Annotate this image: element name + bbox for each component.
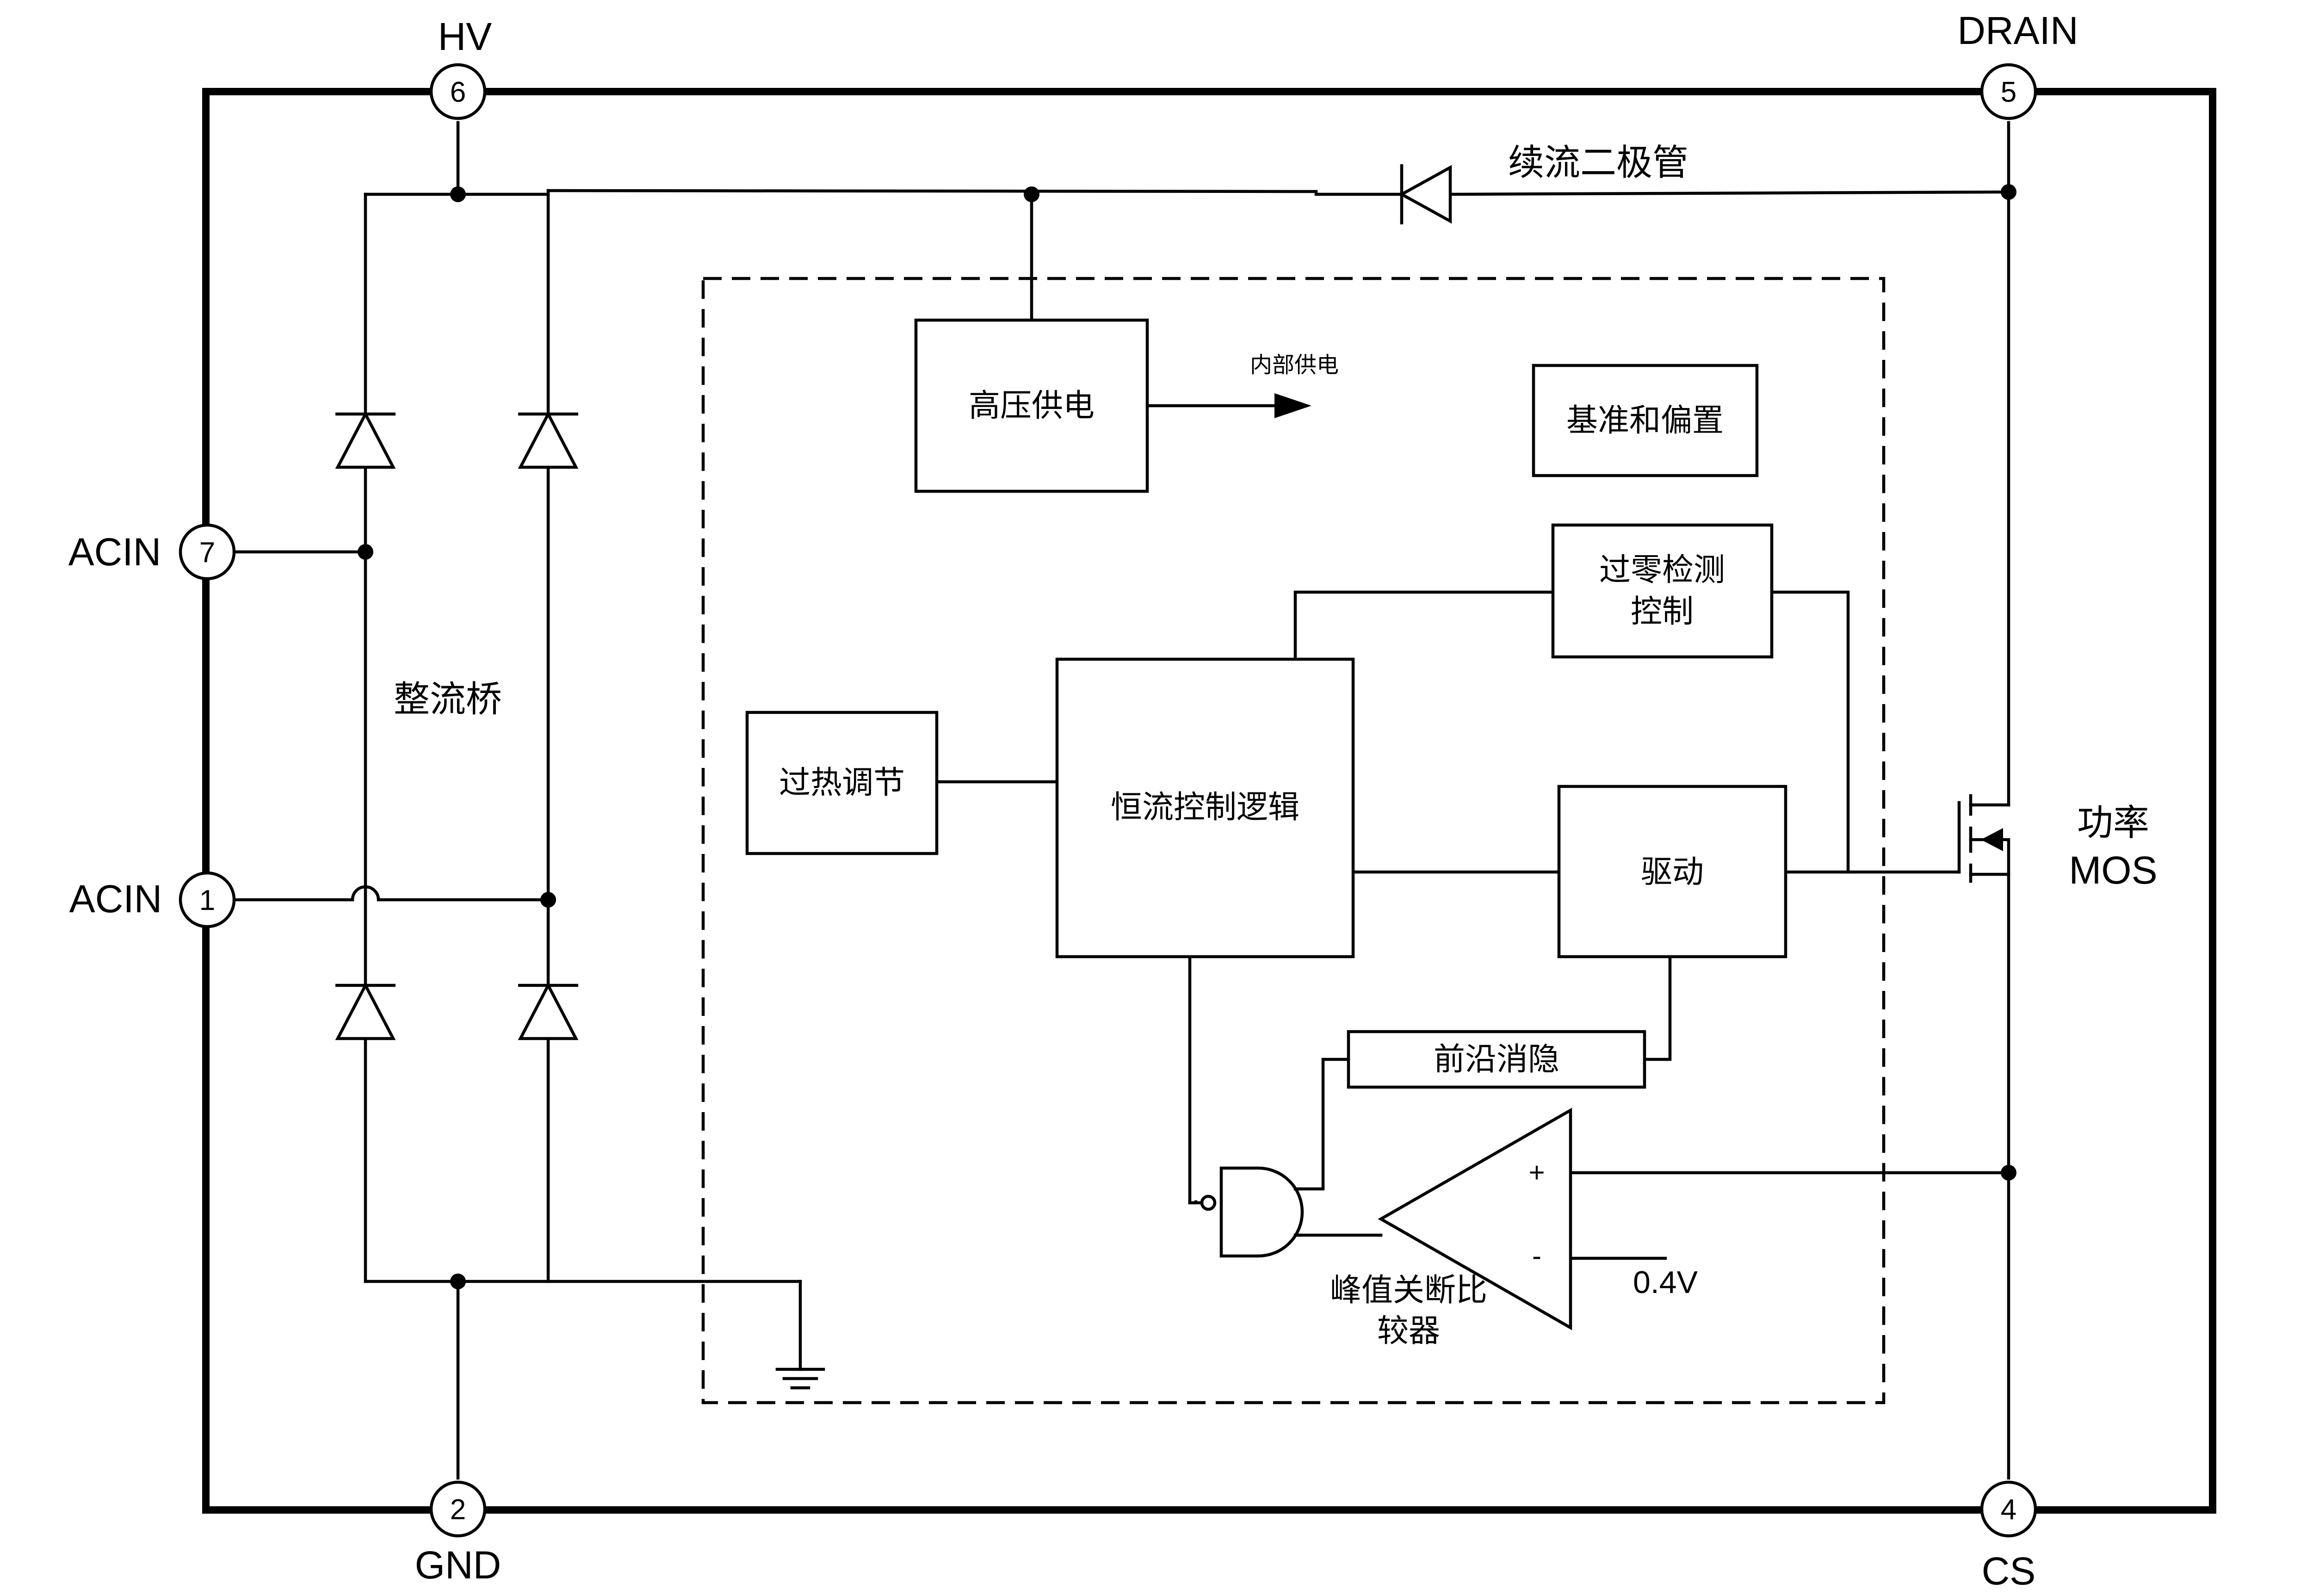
bridge-diode-icon xyxy=(335,410,396,469)
svg-text:6: 6 xyxy=(450,76,466,108)
pin-cs[interactable]: 4 xyxy=(1980,1480,2037,1538)
svg-text:5: 5 xyxy=(2001,76,2016,108)
svg-text:7: 7 xyxy=(199,537,215,569)
svg-text:恒流控制逻辑: 恒流控制逻辑 xyxy=(1111,789,1299,826)
bridge-diode-icon xyxy=(335,982,396,1040)
ground-icon xyxy=(775,1367,825,1390)
internal-supply-label: 内部供电 xyxy=(1250,352,1339,378)
junction-dots xyxy=(358,184,2016,1289)
power-mos-label-2: MOS xyxy=(2069,848,2157,892)
internal-supply-arrow-icon xyxy=(1274,393,1311,418)
svg-text:前沿消隐: 前沿消隐 xyxy=(1434,1041,1559,1078)
power-mos-label-1: 功率 xyxy=(2077,802,2149,844)
and-gate-icon xyxy=(1188,1166,1304,1258)
leading-edge-blanking-block: 前沿消隐 xyxy=(1347,1030,1646,1089)
controller-boundary xyxy=(701,277,1886,1404)
peak-comparator-icon: + - xyxy=(1378,1107,1572,1330)
svg-text:过零检测: 过零检测 xyxy=(1599,552,1725,588)
hv-supply-block: 高压供电 xyxy=(914,318,1149,493)
svg-text:高压供电: 高压供电 xyxy=(969,388,1095,424)
pin-acin-7-label: ACIN xyxy=(68,530,161,574)
zero-cross-block: 过零检测 控制 xyxy=(1551,523,1774,659)
pin-acin-1[interactable]: 1 xyxy=(179,871,236,928)
power-mos-icon xyxy=(1957,794,2010,883)
pin-gnd-label: GND xyxy=(415,1543,501,1587)
pin-cs-label: CS xyxy=(1982,1549,2036,1593)
pin-acin-7[interactable]: 7 xyxy=(179,523,236,581)
svg-text:2: 2 xyxy=(450,1494,466,1526)
freewheel-diode-icon xyxy=(1398,164,1452,224)
comparator-label-1: 峰值关断比 xyxy=(1330,1272,1487,1309)
cc-logic-block: 恒流控制逻辑 xyxy=(1055,657,1355,959)
bridge-diode-icon xyxy=(518,410,579,469)
threshold-label: 0.4V xyxy=(1633,1265,1698,1300)
svg-text:过热调节: 过热调节 xyxy=(779,765,905,801)
svg-text:4: 4 xyxy=(2001,1494,2016,1526)
pin-hv-label: HV xyxy=(438,15,492,58)
svg-text:控制: 控制 xyxy=(1631,594,1694,630)
comparator-plus-label: + xyxy=(1528,1157,1545,1188)
svg-text:驱动: 驱动 xyxy=(1641,854,1704,891)
driver-block: 驱动 xyxy=(1557,785,1787,959)
pin-hv[interactable]: 6 xyxy=(429,63,487,120)
bridge-diode-icon xyxy=(518,982,579,1040)
pin-drain[interactable]: 5 xyxy=(1980,63,2037,120)
freewheel-diode-label: 续流二极管 xyxy=(1508,142,1688,184)
reference-bias-block: 基准和偏置 xyxy=(1532,364,1759,477)
pin-gnd[interactable]: 2 xyxy=(429,1480,487,1538)
pin-drain-label: DRAIN xyxy=(1957,9,2078,52)
svg-text:基准和偏置: 基准和偏置 xyxy=(1566,402,1724,439)
pin-acin-1-label: ACIN xyxy=(69,877,162,921)
wires xyxy=(235,121,2010,1480)
rectifier-bridge-label: 整流桥 xyxy=(394,679,502,720)
chip-outline xyxy=(202,88,2216,1514)
thermal-regulation-block: 过热调节 xyxy=(745,711,939,855)
comparator-label-2: 较器 xyxy=(1377,1313,1440,1349)
comparator-minus-label: - xyxy=(1532,1240,1541,1271)
svg-text:1: 1 xyxy=(199,885,215,916)
